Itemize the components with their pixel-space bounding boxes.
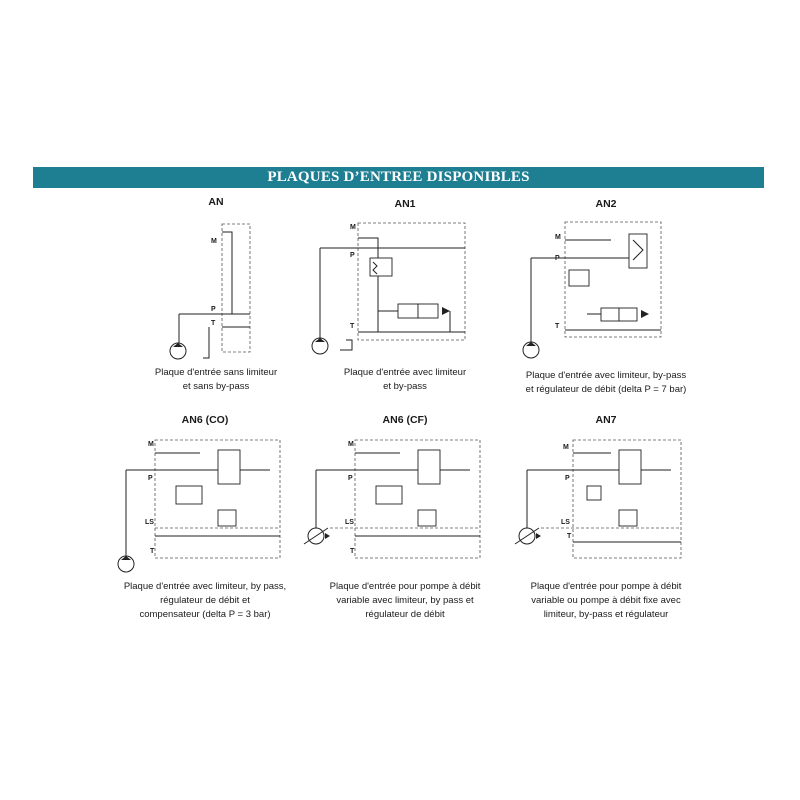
bypass-valve-icon xyxy=(375,485,403,505)
port-ls-label: LS xyxy=(561,519,570,526)
panel-caption: Plaque d'entrée pour pompe à débit varia… xyxy=(530,581,682,620)
bypass-valve-icon xyxy=(586,485,602,501)
flow-regulator-icon xyxy=(628,233,648,269)
plate-outline xyxy=(572,439,682,559)
port-m-label: M xyxy=(350,224,356,231)
panel-caption: Plaque d'entrée pour pompe à débit varia… xyxy=(329,581,481,620)
panel-title: AN7 xyxy=(595,414,617,426)
bypass-valve-icon xyxy=(600,307,620,322)
port-ls-label: LS xyxy=(145,519,154,526)
port-p-label: P xyxy=(211,306,216,313)
panel-an6-cf: AN6 (CF) M P LS T Plaque d'entrée pour p… xyxy=(290,414,520,620)
port-m-label: M xyxy=(148,441,154,448)
relief-valve-icon xyxy=(618,509,638,527)
panel-caption: Plaque d'entrée sans limiteur et sans by… xyxy=(154,367,278,392)
pump-arrow-icon xyxy=(526,342,536,346)
port-p-label: P xyxy=(148,475,153,482)
hydraulic-diagram: M P LS T xyxy=(514,439,682,559)
port-m-label: M xyxy=(555,234,561,241)
hydraulic-diagram: M P T xyxy=(169,223,251,360)
port-t-label: T xyxy=(350,548,355,555)
port-p-label: P xyxy=(348,475,353,482)
port-t-label: T xyxy=(350,323,355,330)
port-t-label: T xyxy=(567,533,572,540)
port-p-label: P xyxy=(565,475,570,482)
port-ls-label: LS xyxy=(345,519,354,526)
panel-an: AN M P T Plaque d'entrée sans limiteur e… xyxy=(101,196,331,396)
page-title: PLAQUES D’ENTREE DISPONIBLES xyxy=(267,169,530,185)
panel-title: AN6 (CF) xyxy=(382,414,428,426)
flow-regulator-icon xyxy=(618,449,642,485)
panel-an7: AN7 M P LS T Plaque d'entrée pour pompe … xyxy=(491,414,721,620)
panel-caption: Plaque d'entrée avec limiteur et by-pass xyxy=(343,367,467,392)
panel-title: AN xyxy=(208,196,224,208)
flow-regulator-icon xyxy=(417,449,441,485)
compensator-icon xyxy=(175,485,203,505)
header-banner: PLAQUES D’ENTREE DISPONIBLES xyxy=(33,167,764,188)
port-m-label: M xyxy=(211,238,217,245)
port-t-label: T xyxy=(150,548,155,555)
panel-title: AN2 xyxy=(595,198,617,210)
panel-an2: AN2 M P T Plaque d'entrée avec limiteur,… xyxy=(491,196,721,396)
plate-outline xyxy=(564,221,662,338)
port-p-label: P xyxy=(350,252,355,259)
hydraulic-diagram: M P LS T xyxy=(303,439,481,559)
hydraulic-diagram: M P LS T xyxy=(117,439,281,573)
port-m-label: M xyxy=(563,444,569,451)
port-t-label: T xyxy=(211,320,216,327)
bypass-valve-icon xyxy=(397,303,419,319)
pump-arrow-icon xyxy=(315,338,325,342)
panel-an1: AN1 M P T Plaque d'entrée avec limiteur … xyxy=(290,196,520,396)
panel-an6-co: AN6 (CO) M P LS T Plaque d'entrée avec l… xyxy=(90,414,320,620)
plate-outline xyxy=(221,223,251,353)
pump-arrow-icon xyxy=(173,343,183,347)
panel-caption: Plaque d'entrée avec limiteur, by pass, … xyxy=(123,581,287,620)
panel-title: AN6 (CO) xyxy=(181,414,229,426)
port-m-label: M xyxy=(348,441,354,448)
plate-outline xyxy=(154,439,281,559)
panel-title: AN1 xyxy=(394,198,416,210)
plate-outline xyxy=(357,222,466,341)
hydraulic-diagram: M P T xyxy=(522,221,662,359)
flow-regulator-icon xyxy=(217,449,241,485)
panel-caption: Plaque d'entrée avec limiteur, by-pass e… xyxy=(525,370,687,395)
pump-arrow-icon xyxy=(121,556,131,560)
relief-valve-icon xyxy=(417,509,437,527)
relief-valve-icon xyxy=(369,257,393,277)
port-t-label: T xyxy=(555,323,560,330)
relief-valve-icon xyxy=(568,269,590,287)
hydraulic-diagram: M P T xyxy=(311,222,466,355)
plate-outline xyxy=(354,439,481,559)
relief-valve-icon xyxy=(217,509,237,527)
